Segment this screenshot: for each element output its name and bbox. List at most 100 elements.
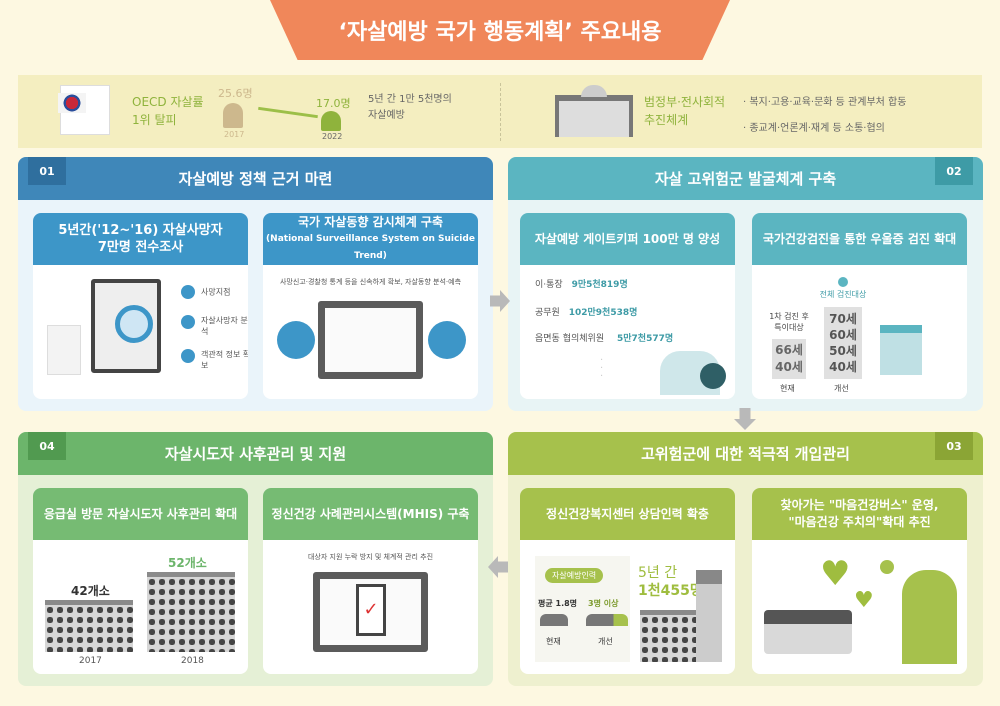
card-title: 정신건강복지센터 상담인력 확충 (546, 506, 709, 521)
panel-title: 자살예방 정책 근거 마련 (178, 170, 333, 188)
gov-label-2: 추진체계 (644, 113, 689, 127)
gatekeeper-row: 이·통장 9만5천819명 (535, 280, 628, 290)
card-counselor-staff: 정신건강복지센터 상담인력 확충 자살예방인력 평균 1.8명 3명 이상 현재… (520, 488, 735, 674)
gatekeeper-row: 공무원 102만9천538명 (535, 308, 638, 318)
card-title: 국가건강검진을 통한 우울증 검진 확대 (762, 231, 957, 246)
panel-number: 03 (935, 432, 973, 460)
people-icon (540, 614, 568, 626)
current-label: 현재 (780, 384, 795, 393)
flag-icon (58, 93, 86, 113)
oecd-note-2: 자살예방 (368, 110, 405, 121)
card-surveillance-system: 국가 자살동향 감시체계 구축 (National Surveillance Sy… (263, 213, 478, 399)
location-icon (181, 285, 195, 299)
document-icon (181, 349, 195, 363)
government-building-icon (555, 95, 633, 137)
full-target-label: 전체 검진대상 (818, 277, 868, 300)
panel-number: 04 (28, 432, 66, 460)
org-chart-icon (181, 315, 195, 329)
panel-number: 01 (28, 157, 66, 185)
police-stats-icon (428, 321, 466, 359)
card-gatekeeper: 자살예방 게이트키퍼 100만 명 양성 이·통장 9만5천819명 공무원 1… (520, 213, 735, 399)
oecd-note-1: 5년 간 1만 5천명의 (368, 94, 452, 105)
item-death-location: 사망지점 (181, 285, 248, 315)
improved-label: 개선 (834, 384, 849, 393)
card-title: 자살예방 게이트키퍼 100만 명 양성 (534, 231, 721, 246)
plus-icon (838, 277, 848, 287)
panel-04: 04 자살시도자 사후관리 및 지원 응급실 방문 자살시도자 사후관리 확대 4… (18, 432, 493, 686)
staff-badge: 자살예방인력 (545, 568, 604, 583)
summary-strip: OECD 자살률 1위 탈피 25.6명 2017 17.0명 2022 5년 간… (18, 75, 982, 148)
oecd-label-2: 1위 탈피 (132, 113, 177, 127)
panel-03: 03 고위험군에 대한 적극적 개입관리 정신건강복지센터 상담인력 확충 자살예… (508, 432, 983, 686)
after-count: 52개소 (168, 556, 207, 570)
card-title: 7만명 전수조사 (97, 240, 184, 255)
panel-title: 고위험군에 대한 적극적 개입관리 (641, 445, 850, 463)
before-count: 42개소 (71, 584, 110, 598)
current-target-label: 1차 검진 후 특이대상 (769, 312, 809, 332)
person-icon (223, 103, 243, 128)
before-year: 2017 (79, 656, 102, 666)
trend-arrow-icon (258, 106, 318, 119)
card-emergency-followup: 응급실 방문 자살시도자 사후관리 확대 42개소 2017 52개소 2018 (33, 488, 248, 674)
to-year: 2022 (322, 132, 343, 141)
arrow-down-icon (734, 408, 756, 430)
person-icon (321, 111, 341, 131)
card-death-survey: 5년간('12~'16) 자살사망자 7만명 전수조사 사망지점 자살사망자 분석… (33, 213, 248, 399)
arrow-right-icon (490, 290, 510, 312)
card-title: 정신건강 사례관리시스템(MHIS) 구축 (271, 506, 470, 521)
bus-icon (764, 610, 852, 654)
card-title: 5년간('12~'16) 자살사망자 (58, 223, 223, 238)
monitor-chart-icon (318, 301, 423, 379)
building-2017-icon (45, 600, 133, 652)
panel-01: 01 자살예방 정책 근거 마련 5년간('12~'16) 자살사망자 7만명 전수… (18, 157, 493, 411)
people-icon (586, 614, 628, 626)
avg-staff: 평균 1.8명 (538, 599, 578, 608)
panel-title: 자살 고위험군 발굴체계 구축 (654, 170, 837, 188)
check-icon: ✓ (356, 584, 386, 636)
target-staff: 3명 이상 (588, 599, 619, 608)
card-desc: 대상자 지원 누락 방지 및 체계적 관리 추진 (307, 553, 434, 561)
gov-point-2: · 종교계·언론계·재계 등 소통·협의 (743, 123, 885, 134)
hospital-stethoscope-icon (880, 325, 922, 375)
korea-map-icon (277, 321, 315, 359)
card-title: 응급실 방문 자살시도자 사후관리 확대 (43, 506, 238, 521)
checklist-icon (47, 325, 81, 375)
card-desc: 사망신고·경찰청 통계 등을 신속하게 확보, 자살동향 분석·예측 (279, 278, 462, 286)
from-year: 2017 (224, 130, 245, 139)
card-subtitle: (National Surveillance System on Suicide… (266, 233, 475, 261)
heart-icon: ♥ (854, 588, 874, 613)
card-mhis: 정신건강 사례관리시스템(MHIS) 구축 대상자 지원 누락 방지 및 체계적… (263, 488, 478, 674)
card-mind-bus: 찾아가는 "마음건강버스" 운영, "마음건강 주치의"확대 추진 ♥ ♥ (752, 488, 967, 674)
hospital-tower-icon (696, 570, 722, 662)
gov-point-1: · 복지·고용·교육·문화 등 관계부처 합동 (743, 97, 907, 108)
item-objective-info: 객관적 정보 확보 (181, 349, 248, 371)
page-title: ‘자살예방 국가 행동계획’ 주요내용 (270, 0, 730, 60)
plus-icon (880, 560, 894, 574)
heart-icon: ♥ (820, 554, 851, 594)
ellipsis-icon: ··· (600, 355, 604, 382)
card-title: 찾아가는 "마음건강버스" 운영, (780, 498, 939, 512)
doctor-icon (902, 570, 957, 664)
card-title: "마음건강 주치의"확대 추진 (788, 515, 931, 529)
panel-02: 02 자살 고위험군 발굴체계 구축 자살예방 게이트키퍼 100만 명 양성 이… (508, 157, 983, 411)
building-2018-icon (147, 572, 235, 652)
panel-number: 02 (935, 157, 973, 185)
panel-title: 자살시도자 사후관리 및 지원 (164, 445, 347, 463)
shield-icon (700, 363, 726, 389)
improved-label: 개선 (598, 637, 613, 646)
after-year: 2018 (181, 656, 204, 666)
oecd-label-1: OECD 자살률 (132, 95, 204, 109)
gov-label-1: 범정부·전사회적 (644, 95, 726, 109)
from-value: 25.6명 (218, 87, 253, 100)
arrow-left-icon (488, 556, 508, 578)
card-title: 국가 자살동향 감시체계 구축 (297, 214, 443, 229)
current-label: 현재 (546, 637, 561, 646)
magnifier-icon (115, 305, 153, 343)
to-value: 17.0명 (316, 97, 351, 110)
gatekeeper-row: 읍면동 협의체위원 5만7천577명 (535, 334, 674, 344)
item-analysis: 자살사망자 분석 (181, 315, 248, 349)
